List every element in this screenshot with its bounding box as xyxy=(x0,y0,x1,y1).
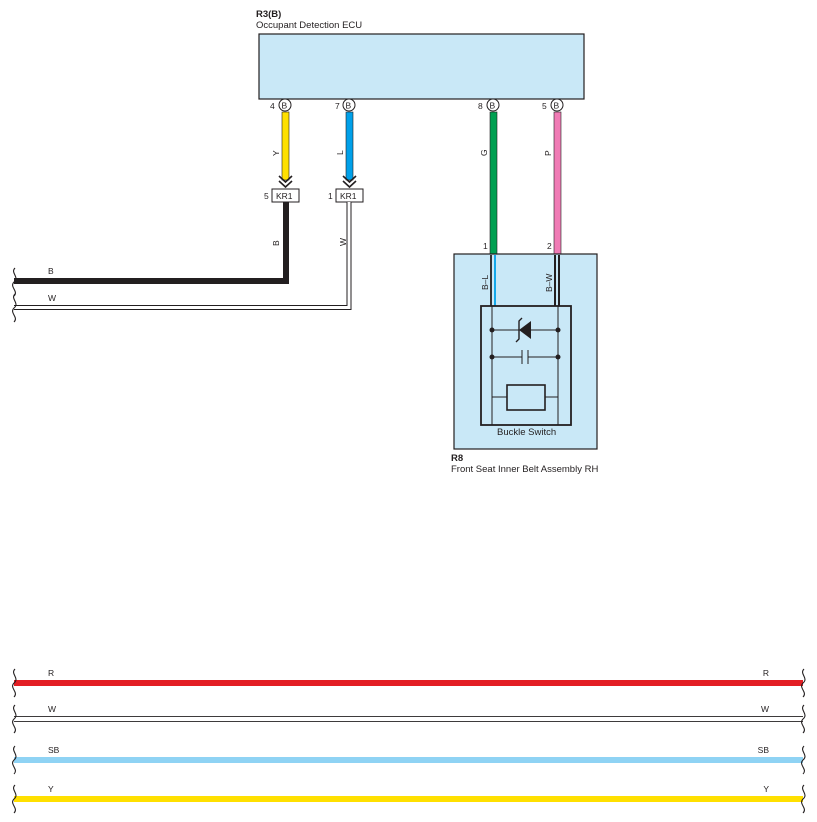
wire-label-w-vertical: W xyxy=(338,238,348,246)
wire-black xyxy=(14,202,289,284)
break-mark-left xyxy=(12,745,17,775)
bus-line: SB SB xyxy=(12,745,806,775)
seat-pin-1: 1 xyxy=(483,241,488,251)
break-mark-left xyxy=(12,704,17,734)
wire-label-b-l: B–L xyxy=(480,275,490,290)
break-mark-b xyxy=(12,267,17,297)
break-mark-right xyxy=(801,784,806,814)
wire-label-l: L xyxy=(335,150,345,155)
svg-text:B: B xyxy=(282,101,288,111)
svg-text:B: B xyxy=(490,101,496,111)
bus-label-right: SB xyxy=(758,745,770,755)
junction-arrow-left xyxy=(278,175,293,189)
svg-text:KR1: KR1 xyxy=(340,191,357,201)
wire-yellow xyxy=(281,111,290,181)
bus-label-left: R xyxy=(48,668,54,678)
bus-label-right: W xyxy=(761,704,769,714)
svg-text:5: 5 xyxy=(264,191,269,201)
seat-pin-2: 2 xyxy=(547,241,552,251)
svg-text:1: 1 xyxy=(328,191,333,201)
wire-label-g: G xyxy=(479,149,489,156)
wire-label-b-horizontal: B xyxy=(48,266,54,276)
wire-white xyxy=(14,202,352,310)
wire-label-p: P xyxy=(543,150,553,156)
svg-text:7: 7 xyxy=(335,101,340,111)
svg-text:KR1: KR1 xyxy=(276,191,293,201)
zener-diode-icon xyxy=(515,317,531,343)
wire-b-w xyxy=(554,255,560,306)
wire-label-w-horizontal: W xyxy=(48,293,56,303)
bus-label-left: SB xyxy=(48,745,60,755)
junction-arrow-right xyxy=(342,175,357,189)
break-mark-left xyxy=(12,784,17,814)
wire-blue xyxy=(345,111,354,181)
svg-text:5: 5 xyxy=(542,101,547,111)
svg-text:8: 8 xyxy=(478,101,483,111)
bus-label-left: W xyxy=(48,704,56,714)
ecu-pin-7: 7 B xyxy=(335,98,356,112)
wire-pink xyxy=(553,111,562,256)
break-mark-right xyxy=(801,704,806,734)
break-mark-left xyxy=(12,668,17,698)
buckle-switch-label: Buckle Switch xyxy=(497,427,556,438)
ecu-pin-4: 4 B xyxy=(270,98,292,112)
wire-green xyxy=(489,111,498,256)
ecu-box xyxy=(258,33,585,100)
seat-belt-name: Front Seat Inner Belt Assembly RH xyxy=(451,464,598,475)
junction-kr1-pin5: 5 KR1 xyxy=(264,188,300,203)
seat-belt-box xyxy=(453,253,598,450)
ecu-code: R3(B) xyxy=(256,9,281,20)
bus-label-right: Y xyxy=(763,784,769,794)
bus-label-left: Y xyxy=(48,784,54,794)
svg-text:4: 4 xyxy=(270,101,275,111)
ecu-pin-5: 5 B xyxy=(542,98,564,112)
break-mark-right xyxy=(801,745,806,775)
break-mark-w xyxy=(12,293,17,323)
wire-white-core xyxy=(14,202,351,309)
ecu-pin-8: 8 B xyxy=(478,98,500,112)
wire-label-y: Y xyxy=(271,150,281,156)
wire-label-b-w: B–W xyxy=(544,274,554,292)
svg-text:B: B xyxy=(554,101,560,111)
ecu-name: Occupant Detection ECU xyxy=(256,20,362,31)
buckle-switch-box xyxy=(480,305,572,426)
junction-kr1-pin1: 1 KR1 xyxy=(328,188,364,203)
buckle-switch-circuit xyxy=(491,306,559,425)
junction-dots xyxy=(489,327,561,360)
bus-label-right: R xyxy=(763,668,769,678)
break-mark-right xyxy=(801,668,806,698)
svg-text:B: B xyxy=(346,101,352,111)
wire-b-l xyxy=(490,255,496,306)
wire-label-b-vertical: B xyxy=(271,240,281,246)
seat-belt-code: R8 xyxy=(451,453,463,464)
